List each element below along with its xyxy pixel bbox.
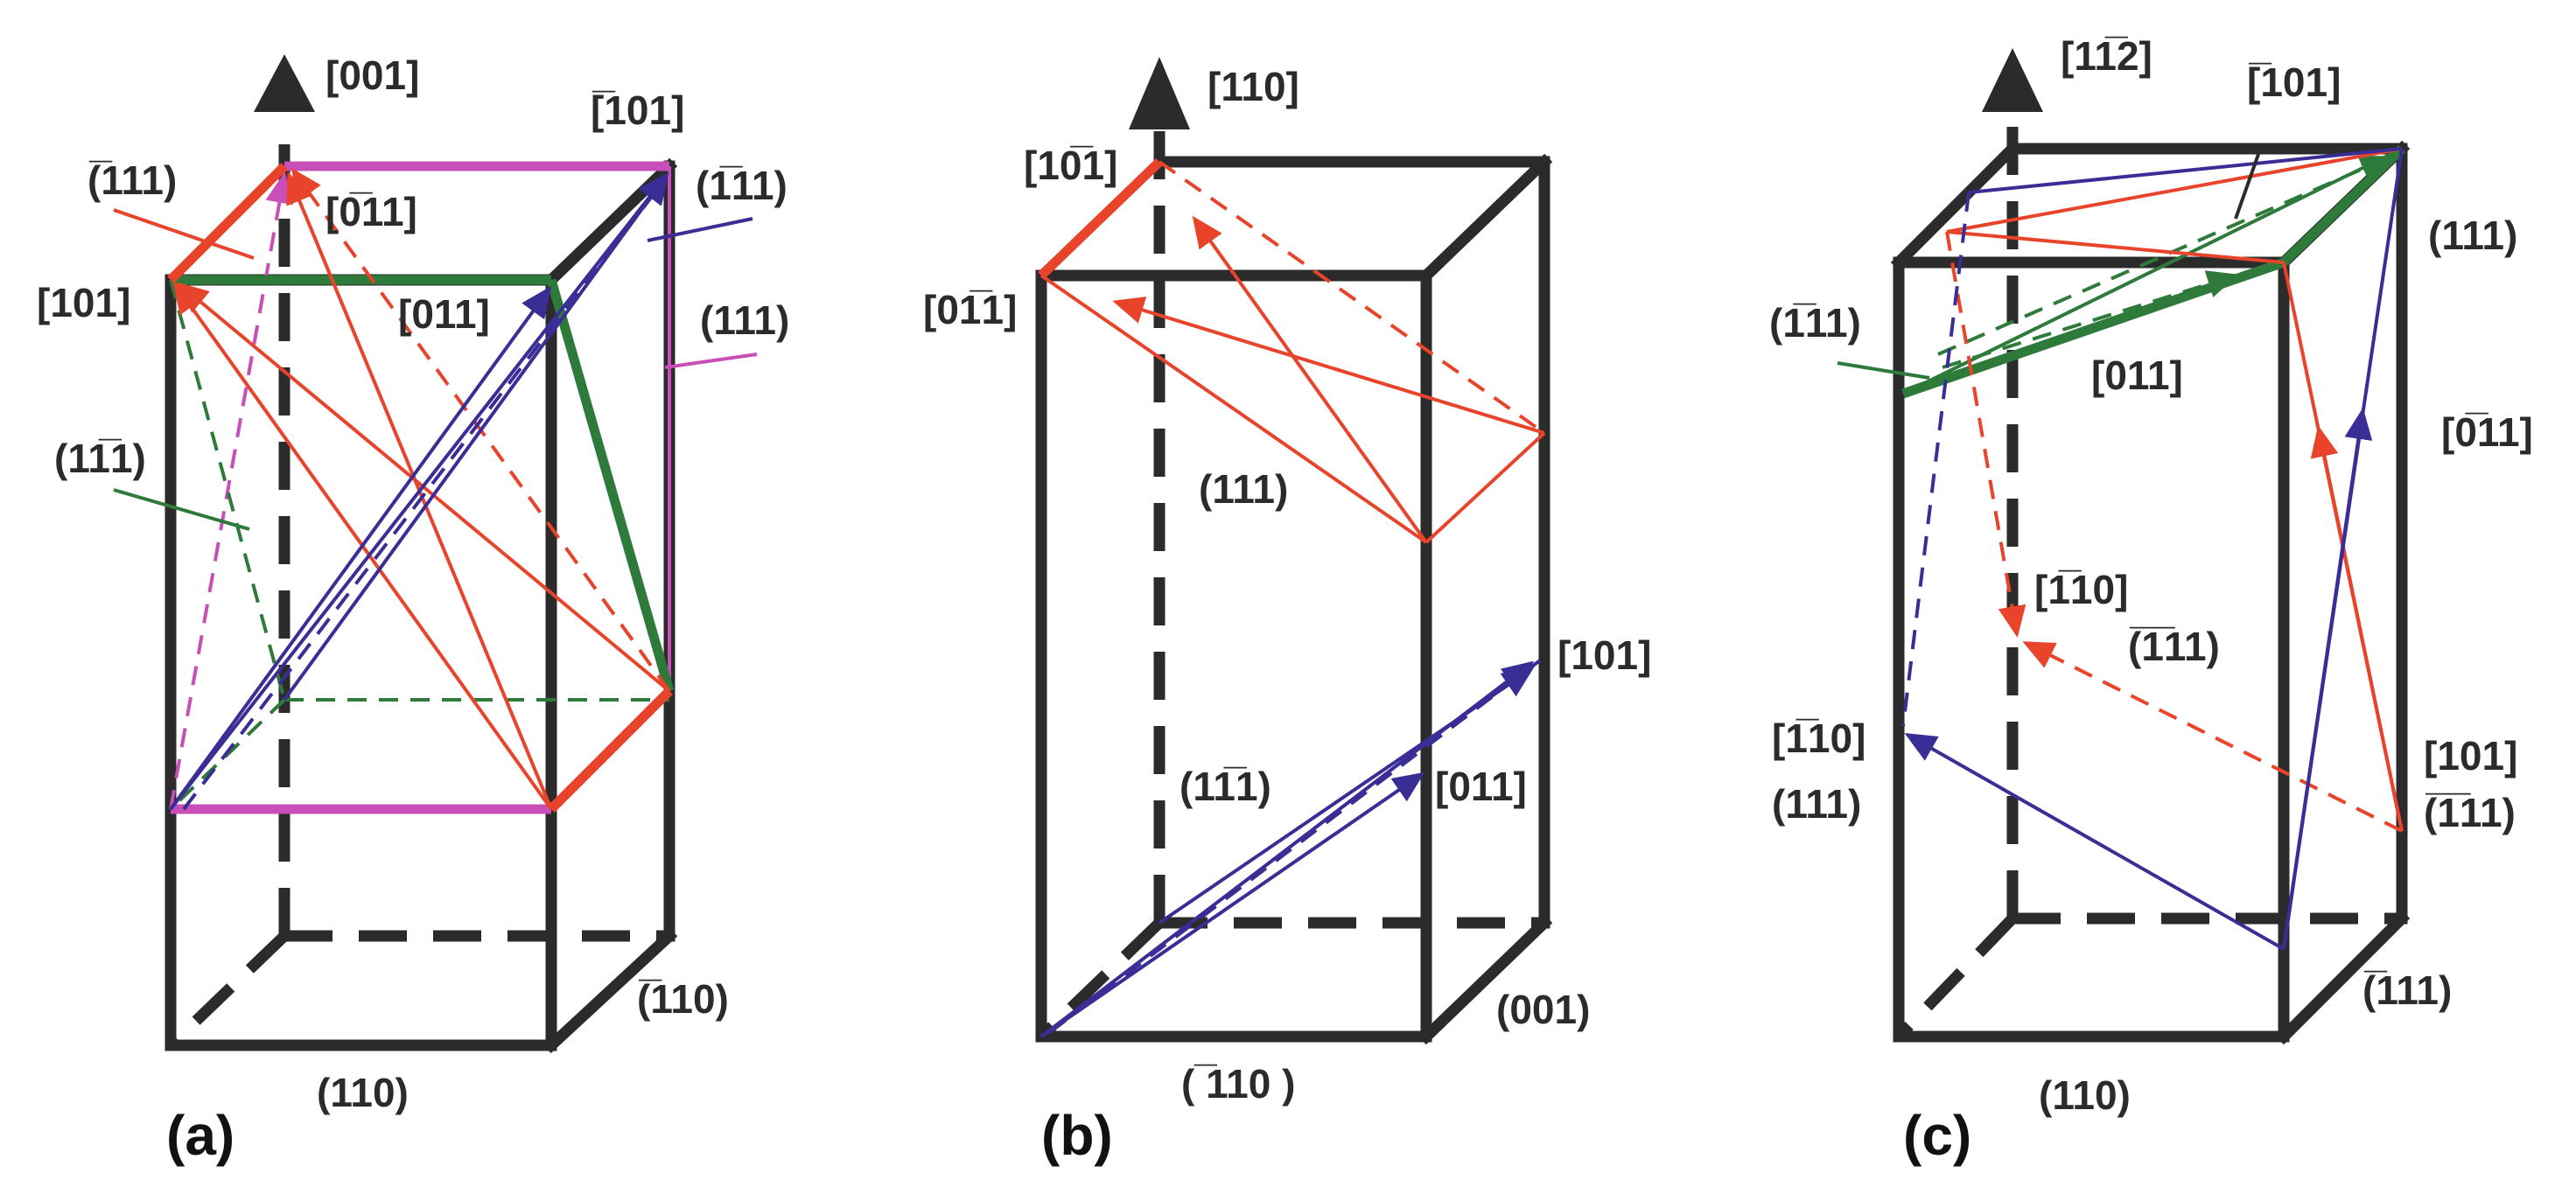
panel-c-label: (111) [2428, 213, 2517, 258]
panel-b-red-line [1040, 274, 1428, 544]
panel-c-axis-arrow-icon [1982, 48, 2043, 112]
panel-c-red-line [1946, 230, 2285, 264]
panel-c-blue-arrow [2282, 408, 2373, 950]
panel-b-label: [01̅1] [923, 287, 1017, 332]
panel-c-label: [0̅11] [2441, 409, 2533, 455]
panel-b-hidden-diagonal [1037, 918, 1164, 1041]
panel-b-label: [101] [1558, 632, 1651, 678]
panel-b-red-edge [1038, 158, 1163, 279]
panel-b-red-line [1424, 431, 1546, 544]
panel-c-label: [̅101] [2247, 59, 2341, 105]
panel-a-blue-arrow [283, 171, 669, 702]
panel-b-label: (001) [1496, 987, 1590, 1032]
panel-c-label: [1̅10] [1772, 716, 1866, 761]
panel-c: [11̅2] [̅101] (111) (1̅11) [011] [0̅11] … [1769, 33, 2533, 1167]
panel-a-red-edge [548, 688, 673, 813]
panel-a-label: (111) [700, 297, 789, 343]
panel-b-label: (111) [1199, 466, 1288, 512]
panel-b-red-dashed [1158, 160, 1546, 435]
panel-a-leader [664, 353, 758, 369]
panel-a-green-dashed [169, 279, 286, 701]
panel-c-label: (1̅11) [1769, 300, 1861, 346]
panel-c-red-arrow [2310, 425, 2404, 832]
panel-a-blue-arrow [169, 171, 669, 811]
panel-a-axis-label: [001] [326, 52, 419, 98]
panel-a-magenta-dashed-arrow [169, 171, 294, 810]
panel-b-blue-arrow [1158, 667, 1535, 925]
panel-c-red-line [1946, 147, 2403, 234]
panel-a-green-edge [546, 278, 675, 693]
panel-b-blue-dashed [1048, 659, 1542, 1034]
panel-b-edge [1418, 914, 1553, 1045]
panel-a-label: [101] [37, 280, 130, 325]
panel-c-red-dashed-arrow [2022, 641, 2403, 833]
panel-a-label: (̅110) [637, 976, 729, 1022]
panel-c-edge [2275, 910, 2411, 1045]
panel-c-blue-dashed [1901, 192, 1970, 727]
panel-a-label: (11̅1) [54, 436, 146, 481]
panel-a-red-arrow [176, 282, 671, 693]
panel-b-axis-label: [110] [1208, 64, 1299, 109]
panel-c-label: [1̅10] [2034, 567, 2128, 612]
panel-a-leader [647, 217, 753, 242]
panel-a-label: (110) [317, 1070, 409, 1115]
panel-b-label: ( ̅110 ) [1181, 1061, 1295, 1107]
panel-a-blue-dashed [182, 178, 667, 811]
panel-b-label: (11̅1) [1180, 764, 1271, 809]
panel-a-red-edge [167, 163, 288, 283]
panel-b-blue-arrow [1040, 772, 1425, 1038]
panel-a-label: (1̅11) [696, 163, 788, 208]
panel-c-edge [1890, 140, 2021, 271]
panel-c-hidden-diagonal [1894, 914, 2017, 1041]
panel-c-label: (111) [1772, 781, 1861, 827]
panel-a-hidden-diagonal [166, 932, 289, 1050]
panel-c-axis-label: [11̅2] [2061, 33, 2152, 79]
panel-c-leader [1837, 361, 1930, 380]
panel-b-red-arrow [1192, 215, 1428, 544]
panel-c-label: (̅111) [2362, 967, 2452, 1013]
panel-c-label: (̅1̅11) [2128, 624, 2220, 669]
panel-c-blue-line [1968, 147, 2403, 194]
panel-b-label: [011] [1435, 764, 1527, 809]
panel-b-edge [1418, 153, 1553, 284]
panel-a-label: [̅101] [591, 87, 684, 133]
panel-b-axis-arrow-icon [1129, 57, 1190, 129]
panel-c-label: [011] [2091, 353, 2183, 398]
panel-a-label: [0̅11] [326, 189, 417, 234]
panel-c-caption: (c) [1903, 1104, 1971, 1167]
panel-c-label: [101] [2424, 733, 2517, 779]
panel-a-edge [542, 157, 678, 289]
panel-a-blue-arrow [169, 285, 552, 811]
panel-b: [110] [10̅1] [01̅1] (111) [101] (11̅1) [… [923, 57, 1651, 1167]
panel-b-label: [10̅1] [1024, 143, 1117, 188]
panel-c-blue-arrow [1904, 733, 2285, 951]
panel-c-label: (̅1̅11) [2424, 790, 2516, 835]
panel-c-green-dashed-arrow [1937, 156, 2392, 356]
panel-b-caption: (b) [1041, 1104, 1113, 1167]
panel-c-green-dashed-arrow [1942, 270, 2239, 369]
panel-c-label: (110) [2039, 1072, 2131, 1118]
panel-a-leader [113, 488, 250, 531]
panel-a-label: (̅111) [88, 157, 177, 203]
panel-c-red-dashed-arrow [1945, 231, 2026, 638]
panel-a: [001] [̅101] (̅111) [0̅11] (1̅11) [101] … [37, 52, 789, 1167]
panel-a-label: [011] [398, 291, 490, 337]
panel-b-red-arrow [1112, 297, 1545, 435]
panel-c-leader [2234, 143, 2264, 220]
panel-a-leader [113, 208, 255, 260]
panel-a-axis-arrow-icon [254, 54, 315, 112]
panel-a-caption: (a) [166, 1104, 234, 1167]
panel-a-edge [542, 927, 678, 1054]
